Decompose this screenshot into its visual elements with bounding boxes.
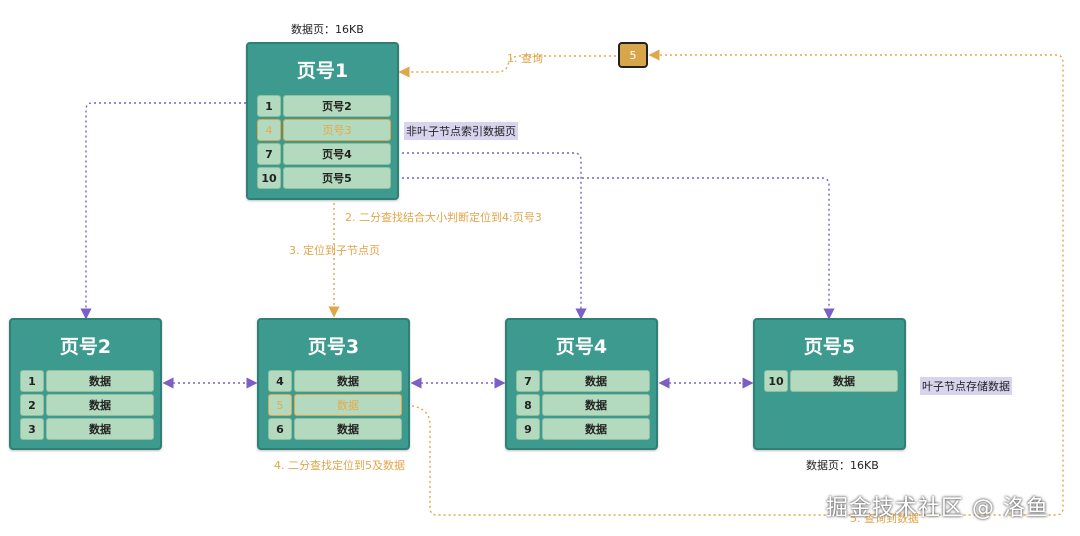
row-key: 10 — [764, 370, 788, 392]
index-row[interactable]: 1 页号2 — [257, 95, 391, 117]
row-value: 数据 — [542, 394, 650, 416]
row-value: 数据 — [542, 370, 650, 392]
row-value: 页号2 — [283, 95, 391, 117]
page-title: 页号3 — [307, 336, 360, 358]
row-key: 4 — [257, 119, 281, 141]
annotation-step3: 3. 定位到子节点页 — [289, 244, 380, 257]
leaf-page-3[interactable]: 页号3 4 数据 5 数据 6 数据 — [257, 318, 410, 450]
row-key: 1 — [20, 370, 44, 392]
data-row[interactable]: 9 数据 — [516, 418, 650, 440]
root-size-label: 数据页：16KB — [291, 23, 364, 36]
row-value: 页号3 — [283, 119, 391, 141]
annotation-step1: 1. 查询 — [507, 52, 543, 65]
row-key: 8 — [516, 394, 540, 416]
data-row[interactable]: 1 数据 — [20, 370, 154, 392]
watermark: 掘金技术社区 @ 洛鱼 — [826, 496, 1049, 521]
data-row[interactable]: 4 数据 — [268, 370, 402, 392]
pointer-to-page4 — [402, 152, 587, 320]
data-row[interactable]: 10 数据 — [764, 370, 898, 392]
annotation-step4: 4. 二分查找定位到5及数据 — [274, 459, 405, 472]
row-key: 6 — [268, 418, 292, 440]
index-row-highlighted[interactable]: 4 页号3 — [257, 119, 391, 141]
data-row[interactable]: 3 数据 — [20, 418, 154, 440]
leaf-tag: 叶子节点存储数据 — [920, 377, 1012, 395]
data-row[interactable]: 2 数据 — [20, 394, 154, 416]
index-row[interactable]: 10 页号5 — [257, 167, 391, 189]
pointer-to-page2 — [80, 102, 246, 320]
data-row-highlighted[interactable]: 5 数据 — [268, 394, 402, 416]
row-key: 7 — [257, 143, 281, 165]
row-key: 3 — [20, 418, 44, 440]
row-key: 5 — [268, 394, 292, 416]
row-value: 数据 — [294, 418, 402, 440]
row-value: 页号5 — [283, 167, 391, 189]
search-key-badge: 5 — [618, 42, 648, 68]
root-page[interactable]: 页号1 1 页号2 4 页号3 7 页号4 10 页号5 — [246, 42, 399, 200]
row-value: 数据 — [46, 394, 154, 416]
leaf-page-5[interactable]: 页号5 10 数据 — [753, 318, 906, 450]
row-value: 数据 — [294, 394, 402, 416]
leaf-page-2[interactable]: 页号2 1 数据 2 数据 3 数据 — [9, 318, 162, 450]
row-key: 2 — [20, 394, 44, 416]
leaf-page-4[interactable]: 页号4 7 数据 8 数据 9 数据 — [505, 318, 658, 450]
query-step5 — [401, 49, 1064, 516]
data-row[interactable]: 6 数据 — [268, 418, 402, 440]
row-value: 数据 — [46, 418, 154, 440]
row-value: 数据 — [294, 370, 402, 392]
row-value: 数据 — [542, 418, 650, 440]
row-key: 7 — [516, 370, 540, 392]
data-row[interactable]: 8 数据 — [516, 394, 650, 416]
annotation-step5: 5. 查询到数据 — [850, 512, 919, 525]
row-key: 4 — [268, 370, 292, 392]
row-value: 页号4 — [283, 143, 391, 165]
page-title: 页号5 — [803, 336, 856, 358]
page-title: 页号1 — [296, 60, 349, 82]
annotation-step2: 2. 二分查找结合大小判断定位到4:页号3 — [345, 211, 542, 224]
row-key: 1 — [257, 95, 281, 117]
row-value: 数据 — [790, 370, 898, 392]
row-key: 9 — [516, 418, 540, 440]
index-row[interactable]: 7 页号4 — [257, 143, 391, 165]
row-key: 10 — [257, 167, 281, 189]
data-row[interactable]: 7 数据 — [516, 370, 650, 392]
row-value: 数据 — [46, 370, 154, 392]
page-title: 页号4 — [555, 336, 608, 358]
page-title: 页号2 — [59, 336, 112, 358]
pointer-to-page5 — [402, 177, 835, 320]
non-leaf-tag: 非叶子节点索引数据页 — [404, 122, 518, 140]
leaf-size-label: 数据页：16KB — [806, 459, 879, 472]
